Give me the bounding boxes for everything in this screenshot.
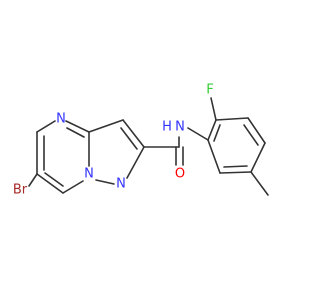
- pyrimidine-ring: [36, 120, 90, 194]
- amide-hydrogen-label: H: [162, 120, 172, 135]
- fluorine-label: F: [206, 83, 213, 98]
- bond: [122, 119, 145, 148]
- carbonyl-oxygen-label: O: [175, 167, 185, 182]
- bond: [207, 119, 217, 141]
- bond: [95, 179, 115, 185]
- bond: [36, 120, 56, 133]
- phenyl-ring: [207, 97, 269, 196]
- bond: [219, 171, 252, 174]
- pyrazole-ring: [88, 119, 145, 185]
- amide-nitrogen-label: N: [175, 120, 185, 135]
- bond: [187, 127, 209, 141]
- bridgehead-nitrogen-label: N: [84, 167, 94, 182]
- bond: [213, 124, 221, 142]
- bond: [120, 127, 138, 150]
- bond: [65, 120, 90, 133]
- molecule-structure: Br N N N N H O F: [13, 83, 269, 198]
- bond: [250, 171, 269, 196]
- bond: [250, 142, 266, 173]
- bond: [62, 180, 84, 194]
- bond: [207, 139, 221, 174]
- pyrazole-nitrogen-label: N: [116, 177, 126, 192]
- bond: [215, 117, 249, 121]
- bond: [126, 146, 145, 179]
- bond: [243, 124, 259, 146]
- bond: [44, 172, 64, 187]
- bond: [88, 119, 124, 133]
- amide-group: [143, 127, 209, 166]
- bond: [247, 117, 266, 144]
- bond: [28, 173, 38, 187]
- bromine-label: Br: [13, 183, 28, 198]
- bond: [66, 127, 85, 138]
- pyrimidine-nitrogen-label: N: [56, 112, 66, 127]
- bond: [223, 165, 248, 168]
- bond: [210, 97, 217, 121]
- bond: [36, 173, 64, 194]
